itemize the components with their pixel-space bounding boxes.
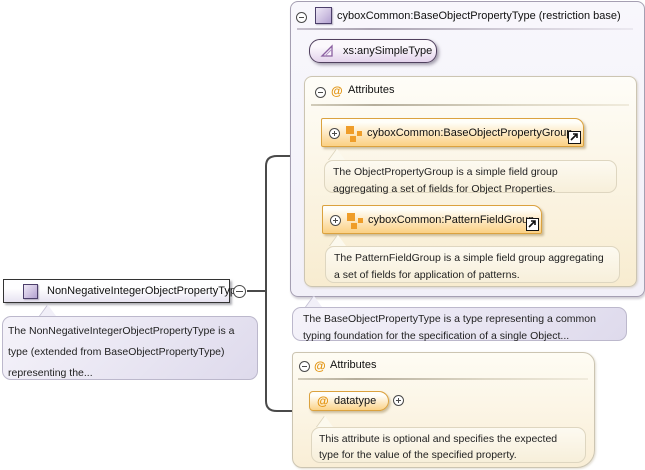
attributes-icon: @ xyxy=(331,84,343,98)
attributes-icon: @ xyxy=(314,359,326,373)
expand-toggle-group-2[interactable] xyxy=(330,215,341,226)
complex-type-icon xyxy=(315,7,332,24)
attribute-group-box[interactable]: cyboxCommon:BaseObjectPropertyGroup xyxy=(321,118,584,147)
separator xyxy=(298,378,588,380)
collapse-toggle-base-attributes[interactable] xyxy=(315,87,326,98)
base-type-panel: cyboxCommon:BaseObjectPropertyType (rest… xyxy=(290,1,645,297)
attribute-annotation: This attribute is optional and specifies… xyxy=(311,427,586,463)
complex-type-icon xyxy=(23,283,38,299)
attribute-group-name: cyboxCommon:BaseObjectPropertyGroup xyxy=(367,127,573,139)
simple-type-icon xyxy=(320,44,333,57)
base-panel-title: cyboxCommon:BaseObjectPropertyType (rest… xyxy=(337,10,621,22)
attribute-group-icon xyxy=(347,213,363,229)
annotation-tail xyxy=(330,235,346,246)
simple-type-name: xs:anySimpleType xyxy=(343,45,433,57)
attributes-section-label: Attributes xyxy=(348,84,395,96)
annotation-tail xyxy=(329,149,345,160)
attribute-group-icon xyxy=(346,126,362,142)
collapse-toggle-attributes[interactable] xyxy=(299,361,310,372)
annotation-tail xyxy=(317,416,333,427)
expand-toggle-group-1[interactable] xyxy=(329,128,340,139)
attribute-group-box[interactable]: cyboxCommon:PatternFieldGroup xyxy=(322,205,542,234)
attributes-section-label: Attributes xyxy=(330,359,377,371)
separator xyxy=(311,104,629,106)
collapse-toggle-base-panel[interactable] xyxy=(296,12,307,23)
attribute-icon: @ xyxy=(317,394,329,408)
collapse-toggle-main[interactable] xyxy=(233,285,246,298)
jump-to-definition-icon[interactable] xyxy=(526,218,539,231)
attributes-panel: @ Attributes @ datatype This attribute i… xyxy=(292,352,595,468)
expand-toggle-datatype[interactable] xyxy=(393,395,404,406)
complex-type-name: NonNegativeIntegerObjectPropertyType xyxy=(47,285,243,297)
separator xyxy=(297,28,633,30)
group-annotation: The ObjectPropertyGroup is a simple fiel… xyxy=(324,160,617,195)
jump-to-definition-icon[interactable] xyxy=(568,131,581,144)
simple-type-pill[interactable]: xs:anySimpleType xyxy=(309,39,437,63)
complex-type-box[interactable]: NonNegativeIntegerObjectPropertyType xyxy=(3,279,242,303)
attribute-name: datatype xyxy=(334,395,377,407)
main-annotation: The NonNegativeIntegerObjectPropertyType… xyxy=(2,316,258,380)
annotation-tail xyxy=(306,296,322,307)
group-annotation: The PatternFieldGroup is a simple field … xyxy=(325,246,620,283)
attribute-pill[interactable]: @ datatype xyxy=(309,391,389,411)
annotation-tail xyxy=(40,305,56,316)
base-type-annotation: The BaseObjectPropertyType is a type rep… xyxy=(292,307,627,342)
attribute-group-name: cyboxCommon:PatternFieldGroup xyxy=(368,214,535,226)
base-attributes-section: @ Attributes cyboxCommon:BaseObjectPrope… xyxy=(304,76,637,287)
